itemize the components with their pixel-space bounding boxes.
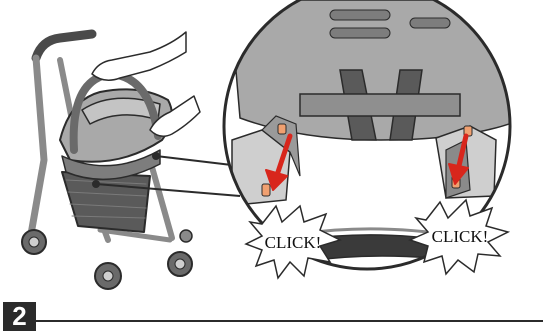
step-divider xyxy=(36,320,543,322)
click-label: CLICK! xyxy=(432,227,489,246)
click-label: CLICK! xyxy=(265,233,322,252)
step-number-badge: 2 xyxy=(3,302,36,331)
